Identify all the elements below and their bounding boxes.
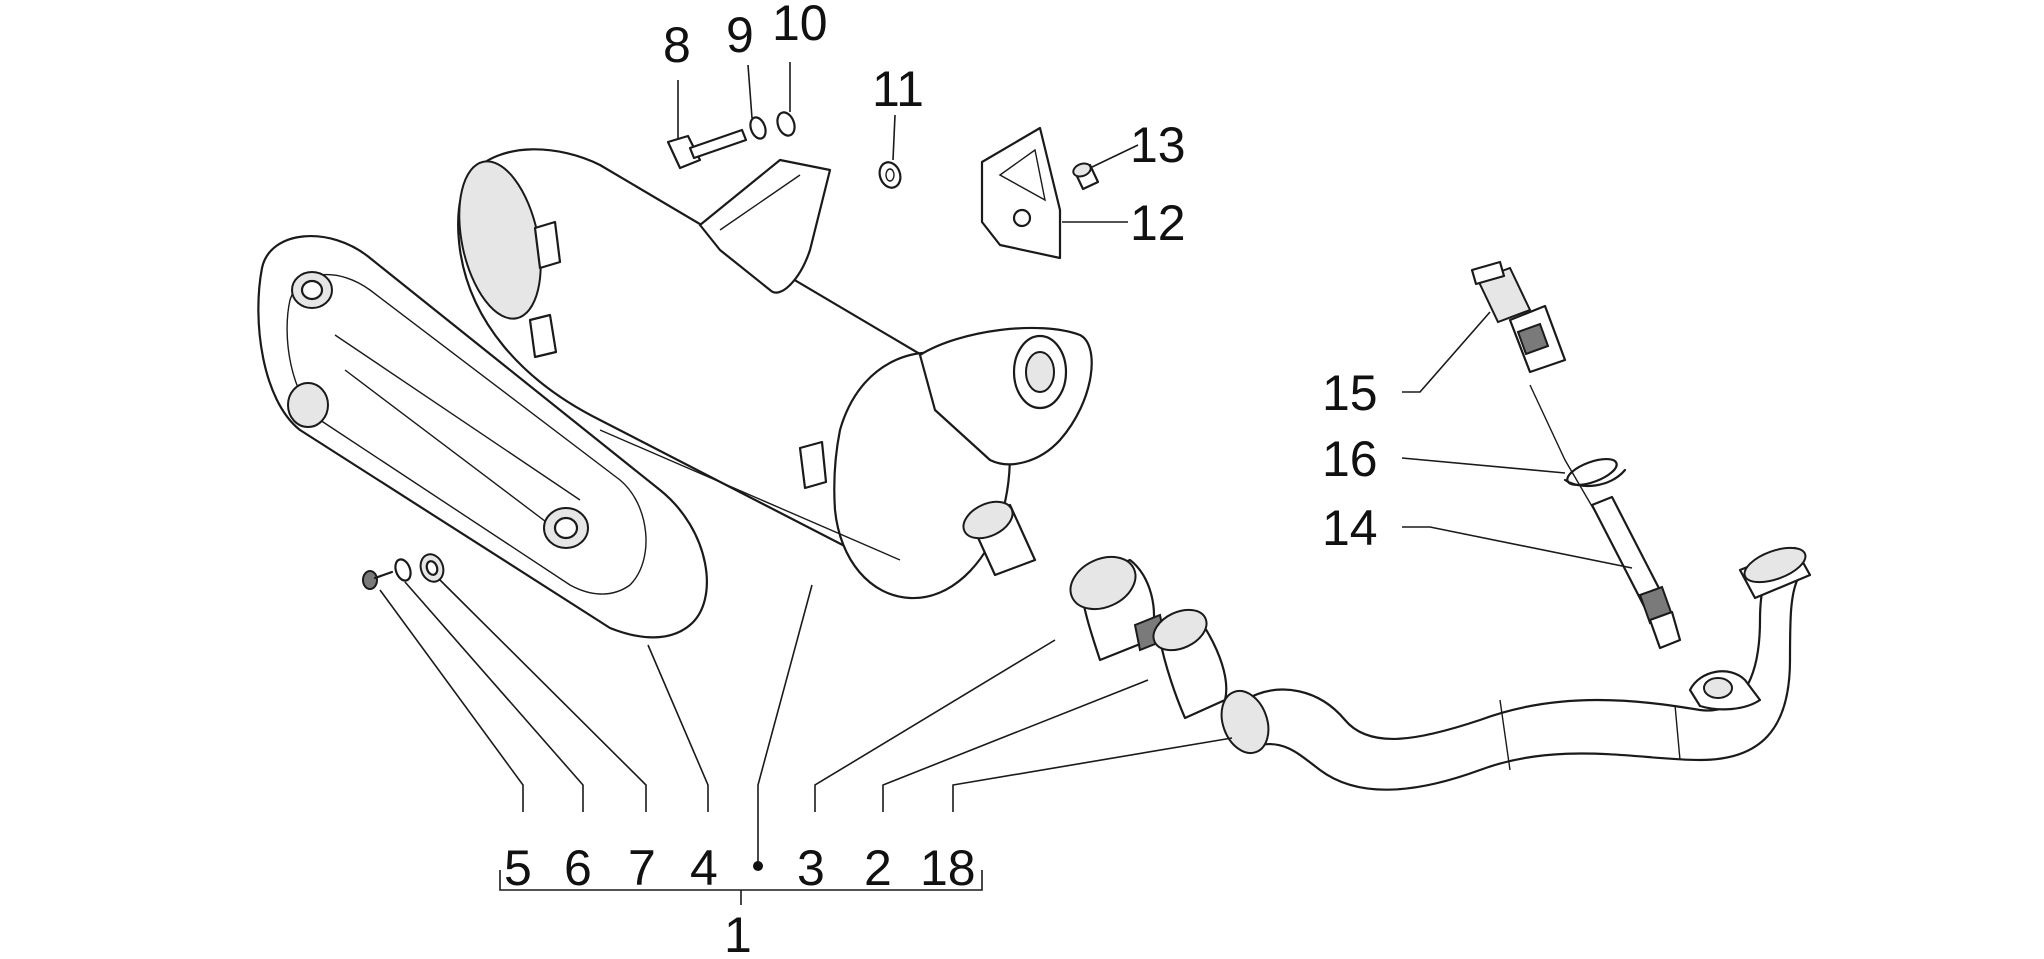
callout-3: 3 [797, 840, 825, 896]
washer-9 [749, 116, 767, 140]
clamp-part [1069, 555, 1167, 662]
callout-10: 10 [772, 0, 828, 51]
assembly-bracket [499, 870, 983, 905]
callout-12: 12 [1130, 195, 1186, 251]
nut-11 [878, 161, 902, 189]
callout-9: 9 [726, 7, 754, 63]
muffler-body [457, 148, 1093, 600]
spacer-13 [1072, 162, 1100, 191]
callout-15: 15 [1322, 365, 1378, 421]
callout-1: 1 [724, 907, 752, 959]
grommet-7 [419, 553, 445, 583]
sleeve-part [1152, 608, 1228, 720]
heat-shield [257, 235, 708, 639]
callout-4: 4 [690, 840, 718, 896]
callout-11: 11 [872, 61, 924, 117]
callout-13: 13 [1130, 117, 1186, 173]
oxygen-sensor [1529, 384, 1682, 650]
callout-5: 5 [504, 840, 532, 896]
assembly-dot [753, 861, 763, 871]
exhaust-pipe [1220, 546, 1812, 791]
cable-clip [1563, 457, 1627, 487]
washer-6 [394, 558, 412, 582]
washer-10 [776, 111, 796, 137]
callout-7: 7 [628, 840, 656, 896]
callout-6: 6 [564, 840, 592, 896]
leader-lines [379, 62, 1633, 862]
callout-18: 18 [920, 840, 976, 896]
sensor-connector [1470, 260, 1567, 374]
callout-14: 14 [1322, 500, 1378, 556]
callout-2: 2 [864, 840, 892, 896]
bolt [666, 128, 748, 170]
screw-5 [362, 570, 394, 590]
callout-labels: 5 6 7 4 3 2 18 1 8 9 10 11 13 12 15 16 1… [504, 0, 1378, 959]
callout-16: 16 [1322, 431, 1378, 487]
bracket-plate [980, 126, 1062, 260]
callout-8: 8 [663, 17, 691, 73]
